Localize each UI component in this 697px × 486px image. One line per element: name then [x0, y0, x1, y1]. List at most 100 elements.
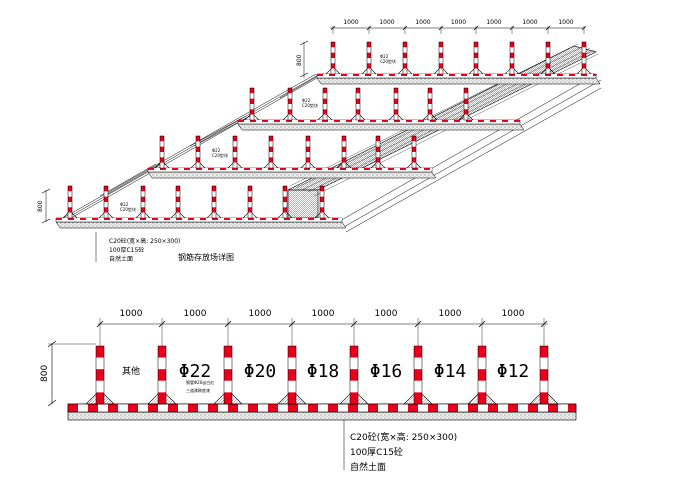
elev-bay-label-3: Φ20 [244, 361, 277, 382]
iso-dim-label-4: 1000 [451, 19, 466, 26]
iso-note-soil: 自然土面 [109, 255, 133, 263]
iso-post-4-7 [282, 185, 288, 219]
elev-post-group-5 [339, 345, 369, 405]
iso-post-1-5 [473, 41, 479, 75]
elev-dim-label-1: 1000 [120, 309, 143, 319]
iso-post-2-7 [463, 87, 469, 121]
elev-posts [85, 345, 559, 405]
elev-post-group-2 [147, 345, 177, 405]
elev-bay-label-1: 其他 [122, 365, 140, 377]
elev-post-group-1 [85, 345, 115, 405]
iso-post-3-2 [195, 135, 201, 169]
iso-dim-label-5: 1000 [486, 19, 501, 26]
elev-dim-label-7: 1000 [502, 309, 525, 319]
elev-post-note-1: 钢管Φ20@白红 [186, 379, 214, 385]
elev-post-group-7 [467, 345, 497, 405]
elev-post-group-8 [529, 345, 559, 405]
elev-bay-label-7: Φ12 [497, 361, 530, 382]
iso-tier-4-note-2: C20垫块 [120, 206, 136, 212]
iso-post-1-6 [509, 41, 515, 75]
elev-post-note-2: 三道漆刷底漆 [186, 387, 210, 393]
iso-post-3-8 [411, 135, 417, 169]
elev-post-2 [157, 345, 167, 405]
iso-post-4-5 [211, 185, 217, 219]
iso-post-1-8 [581, 41, 587, 75]
iso-height-dim-left: 800 [37, 188, 51, 224]
elev-dim-label-6: 1000 [439, 309, 462, 319]
iso-post-1-1 [330, 41, 336, 75]
elev-post-7 [477, 345, 487, 405]
elev-post-8 [539, 345, 549, 405]
elev-post-group-6 [403, 345, 433, 405]
iso-tier-1-note-1: Φ22 [380, 54, 389, 59]
elev-bay-label-6: Φ14 [434, 361, 467, 382]
elev-bay-label-5: Φ16 [370, 361, 403, 382]
iso-post-4-2 [103, 185, 109, 219]
iso-post-2-3 [322, 87, 328, 121]
elev-note-concrete: C20砼(宽×高: 250×300) [350, 431, 457, 443]
iso-post-4-3 [140, 185, 146, 219]
elev-dim-label-3: 1000 [249, 309, 272, 319]
elev-height-dim: 800 [40, 340, 96, 407]
iso-post-3-5 [305, 135, 311, 169]
iso-post-4-4 [175, 185, 181, 219]
iso-post-3-7 [375, 135, 381, 169]
iso-dim-label-7: 1000 [558, 19, 573, 26]
iso-post-3-1 [159, 135, 165, 169]
iso-tier-4-note-1: Φ22 [120, 202, 129, 207]
iso-tier-3-note-1: Φ22 [212, 148, 221, 153]
iso-post-1-3 [402, 41, 408, 75]
iso-post-1-7 [545, 41, 551, 75]
iso-dim-label-2: 1000 [379, 19, 394, 26]
iso-post-2-1 [249, 87, 255, 121]
iso-post-3-3 [232, 135, 238, 169]
iso-tier-2-note-1: Φ22 [302, 98, 311, 103]
elev-note-c15: 100厚C15砼 [350, 446, 403, 458]
elev-bay-labels: 其他 Φ22 Φ20 Φ18 Φ16 Φ14 Φ12 [122, 361, 529, 382]
iso-dim-label-6: 1000 [522, 19, 537, 26]
elev-dim-label-5: 1000 [375, 309, 398, 319]
iso-dim-label-1: 1000 [343, 19, 358, 26]
iso-tier-3-note-2: C20垫块 [212, 152, 228, 158]
elev-post-group-4 [277, 345, 307, 405]
iso-post-4-1 [67, 185, 73, 219]
iso-post-3-6 [341, 135, 347, 169]
iso-guide-lines [55, 73, 602, 233]
elev-note-soil: 自然土面 [350, 461, 386, 473]
iso-dim-label-3: 1000 [415, 19, 430, 26]
iso-post-2-2 [287, 87, 293, 121]
iso-tier-1-note-2: C20垫块 [380, 58, 396, 64]
iso-post-2-6 [427, 87, 433, 121]
elev-bay-label-2: Φ22 [179, 361, 212, 382]
iso-height-label-top: 800 [296, 54, 303, 66]
elev-post-group-3 [213, 345, 243, 405]
elev-post-1 [95, 345, 105, 405]
iso-post-4-6 [247, 185, 253, 219]
iso-note-concrete: C20砼(宽×高: 250×300) [109, 237, 180, 245]
iso-post-2-4 [355, 87, 361, 121]
elev-post-5 [349, 345, 359, 405]
iso-post-2-5 [393, 87, 399, 121]
elev-dim-label-4: 1000 [312, 309, 335, 319]
iso-post-1-4 [438, 41, 444, 75]
iso-dimension-chain: 1000 1000 1000 1000 1000 1000 1000 [330, 19, 587, 34]
iso-height-dim-top: 800 [296, 40, 309, 78]
elev-bay-label-4: Φ18 [307, 361, 340, 382]
elev-height-label: 800 [40, 365, 50, 382]
drawing-title: 钢筋存放场详图 [178, 252, 234, 262]
elev-base [67, 403, 577, 421]
iso-post-3-4 [268, 135, 274, 169]
elev-post-3 [223, 345, 233, 405]
iso-note-c15: 100厚C15砼 [109, 246, 144, 254]
iso-post-4-8 [319, 185, 325, 219]
